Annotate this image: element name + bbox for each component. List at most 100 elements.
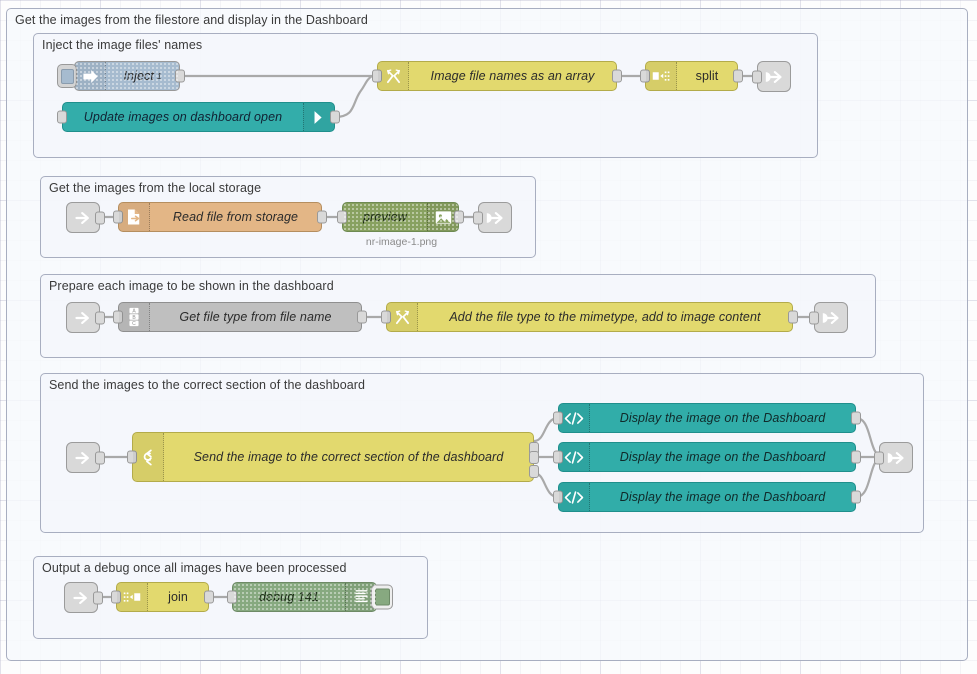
input-port[interactable] bbox=[111, 590, 121, 604]
node-display-image-3[interactable]: Display the image on the Dashboard bbox=[553, 482, 861, 512]
code-tags-icon bbox=[559, 404, 590, 432]
output-port[interactable] bbox=[95, 451, 105, 464]
node-label: Read file from storage bbox=[172, 210, 299, 224]
change-swap-icon bbox=[387, 303, 418, 331]
output-port[interactable] bbox=[733, 69, 743, 83]
node-label-superscript: 1 bbox=[156, 71, 162, 81]
output-port[interactable] bbox=[788, 310, 798, 324]
output-port[interactable] bbox=[204, 590, 214, 604]
input-port[interactable] bbox=[473, 211, 483, 224]
output-port[interactable] bbox=[95, 211, 105, 224]
node-label: preview bbox=[363, 210, 407, 224]
node-read-file[interactable]: Read file from storage bbox=[113, 202, 327, 232]
output-port[interactable] bbox=[851, 450, 861, 464]
node-send-image[interactable]: Send the image to the correct section of… bbox=[127, 432, 539, 482]
ui-control-arrow-icon bbox=[303, 103, 334, 131]
node-label: Get file type from file name bbox=[179, 310, 332, 324]
input-port[interactable] bbox=[113, 210, 123, 224]
link-in-icon bbox=[65, 583, 97, 612]
input-port[interactable] bbox=[337, 210, 347, 224]
inject-fire-button[interactable] bbox=[57, 64, 77, 88]
input-port[interactable] bbox=[874, 451, 884, 464]
node-label: debug 141 bbox=[259, 590, 319, 604]
node-link-in-1[interactable] bbox=[66, 202, 105, 233]
group-label: Get the images from the local storage bbox=[49, 181, 262, 195]
output-port[interactable] bbox=[93, 591, 103, 604]
node-label-text: Inject bbox=[123, 69, 154, 83]
output-port[interactable] bbox=[95, 311, 105, 324]
code-tags-icon bbox=[559, 483, 590, 511]
node-label: Image file names as an array bbox=[430, 69, 595, 83]
debug-toggle-button[interactable] bbox=[371, 584, 393, 610]
input-port[interactable] bbox=[553, 450, 563, 464]
group-inject[interactable]: Inject the image files' names bbox=[33, 33, 818, 158]
node-image-file-names[interactable]: Image file names as an array bbox=[372, 61, 622, 91]
link-out-icon bbox=[880, 443, 912, 472]
node-preview[interactable]: preview nr-image-1.png bbox=[337, 202, 464, 248]
node-link-out-4[interactable] bbox=[874, 442, 913, 473]
debug-lines-icon bbox=[345, 583, 376, 611]
group-label: Inject the image files' names bbox=[42, 38, 203, 52]
node-link-in-3[interactable] bbox=[66, 442, 105, 473]
output-port[interactable] bbox=[454, 210, 464, 224]
join-icon bbox=[117, 583, 148, 611]
node-add-mimetype[interactable]: Add the file type to the mimetype, add t… bbox=[381, 302, 798, 332]
input-port[interactable] bbox=[809, 311, 819, 324]
output-port-3[interactable] bbox=[529, 465, 539, 478]
output-port[interactable] bbox=[175, 69, 185, 83]
node-link-out-2[interactable] bbox=[473, 202, 512, 233]
node-label: Update images on dashboard open bbox=[83, 110, 283, 124]
input-port[interactable] bbox=[127, 450, 137, 464]
output-port[interactable] bbox=[851, 490, 861, 504]
input-port[interactable] bbox=[640, 69, 650, 83]
input-port[interactable] bbox=[57, 110, 67, 124]
input-port[interactable] bbox=[113, 310, 123, 324]
node-link-in-4[interactable] bbox=[64, 582, 103, 613]
node-label: Display the image on the Dashboard bbox=[619, 450, 826, 464]
output-port[interactable] bbox=[612, 69, 622, 83]
output-port[interactable] bbox=[851, 411, 861, 425]
link-in-icon bbox=[67, 443, 99, 472]
input-port[interactable] bbox=[553, 490, 563, 504]
input-port[interactable] bbox=[381, 310, 391, 324]
node-update-images[interactable]: Update images on dashboard open bbox=[57, 102, 340, 132]
node-display-image-1[interactable]: Display the image on the Dashboard bbox=[553, 403, 861, 433]
input-port[interactable] bbox=[372, 69, 382, 83]
link-out-icon bbox=[479, 203, 511, 232]
link-out-icon bbox=[758, 62, 790, 91]
node-inject[interactable]: Inject 1 bbox=[57, 61, 185, 91]
node-link-out-1[interactable] bbox=[752, 61, 791, 92]
output-port[interactable] bbox=[330, 110, 340, 124]
node-label: Display the image on the Dashboard bbox=[619, 490, 826, 504]
switch-icon bbox=[133, 433, 164, 481]
image-picture-icon bbox=[427, 203, 458, 231]
group-label: Prepare each image to be shown in the da… bbox=[49, 279, 334, 293]
group-label: Get the images from the filestore and di… bbox=[15, 13, 368, 27]
input-port[interactable] bbox=[227, 590, 237, 604]
template-abc-icon: A B C bbox=[119, 303, 150, 331]
link-in-icon bbox=[67, 203, 99, 232]
node-display-image-2[interactable]: Display the image on the Dashboard bbox=[553, 442, 861, 472]
change-swap-icon bbox=[378, 62, 409, 90]
node-label: Send the image to the correct section of… bbox=[193, 450, 504, 464]
split-icon bbox=[646, 62, 677, 90]
code-tags-icon bbox=[559, 443, 590, 471]
node-label: Add the file type to the mimetype, add t… bbox=[449, 310, 761, 324]
svg-text:C: C bbox=[132, 321, 136, 327]
node-split[interactable]: split bbox=[640, 61, 743, 91]
output-port[interactable] bbox=[317, 210, 327, 224]
input-port[interactable] bbox=[752, 70, 762, 83]
node-get-file-type[interactable]: A B C Get file type from file name bbox=[113, 302, 367, 332]
node-label: join bbox=[168, 590, 188, 604]
node-label: split bbox=[695, 69, 719, 83]
node-link-in-2[interactable] bbox=[66, 302, 105, 333]
output-port-2[interactable] bbox=[529, 451, 539, 464]
output-port[interactable] bbox=[357, 310, 367, 324]
input-port[interactable] bbox=[553, 411, 563, 425]
node-join[interactable]: join bbox=[111, 582, 214, 612]
node-label: Inject 1 bbox=[106, 69, 179, 83]
file-in-icon bbox=[119, 203, 150, 231]
node-link-out-3[interactable] bbox=[809, 302, 848, 333]
node-debug[interactable]: debug 141 bbox=[227, 582, 393, 612]
